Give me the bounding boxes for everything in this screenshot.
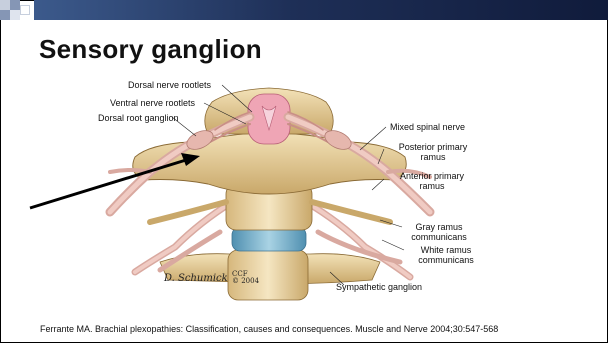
label-dorsal-root-ganglion: Dorsal root ganglion <box>98 113 179 123</box>
label-mixed-spinal-nerve: Mixed spinal nerve <box>390 122 465 132</box>
label-anterior-primary-ramus: Anterior primary ramus <box>394 171 470 191</box>
citation: Ferrante MA. Brachial plexopathies: Clas… <box>40 324 498 334</box>
label-dorsal-nerve-rootlets: Dorsal nerve rootlets <box>128 80 211 90</box>
label-white-ramus-communicans: White ramus communicans <box>410 245 482 265</box>
label-ventral-nerve-rootlets: Ventral nerve rootlets <box>110 98 195 108</box>
label-gray-ramus-communicans: Gray ramus communicans <box>404 222 474 242</box>
signature-mark: CCF© 2004 <box>232 271 259 285</box>
label-posterior-primary-ramus: Posterior primary ramus <box>394 142 472 162</box>
signature-year: © 2004 <box>232 277 259 285</box>
artist-signature: D. Schumick <box>164 273 228 284</box>
label-sympathetic-ganglion: Sympathetic ganglion <box>336 282 422 292</box>
